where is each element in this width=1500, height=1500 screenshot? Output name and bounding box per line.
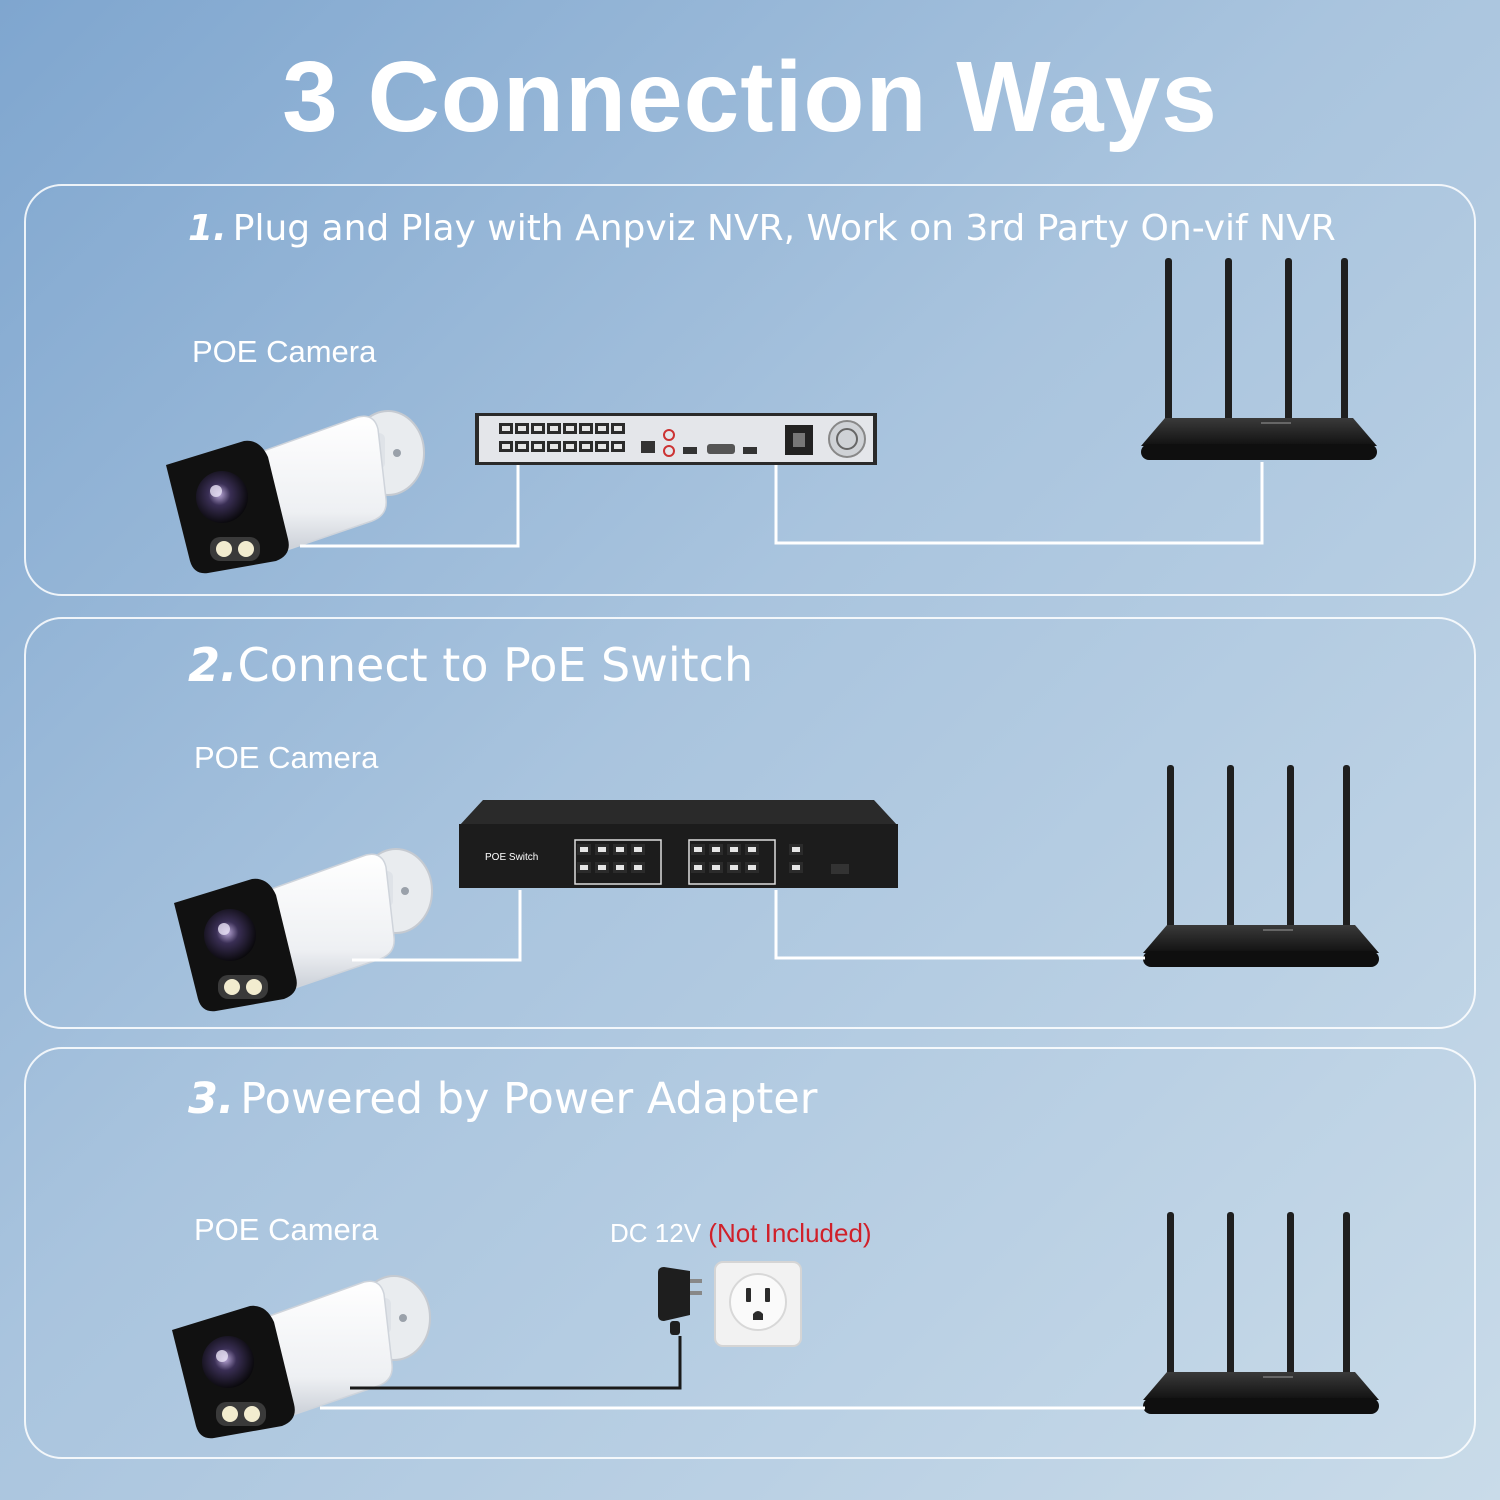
power-label: DC 12V (Not Included) xyxy=(610,1218,872,1249)
panel-1-title: Plug and Play with Anpviz NVR, Work on 3… xyxy=(232,208,1336,249)
power-adapter-icon xyxy=(658,1267,702,1335)
panel-3-title: Powered by Power Adapter xyxy=(240,1074,818,1124)
page-title: 3 Connection Ways xyxy=(282,41,1218,153)
panel-1-heading: 1.Plug and Play with Anpviz NVR, Work on… xyxy=(188,208,1336,249)
panel-3-number: 3. xyxy=(188,1074,235,1124)
panel-1-camera-label: POE Camera xyxy=(192,334,377,369)
poe-switch-icon xyxy=(459,800,898,888)
panel-3-camera-label: POE Camera xyxy=(194,1212,379,1247)
power-voltage: DC 12V xyxy=(610,1218,702,1248)
poe-switch-label: POE Switch xyxy=(485,852,539,863)
power-note: (Not Included) xyxy=(708,1218,872,1248)
panel-nvr xyxy=(24,184,1476,596)
panel-2-heading: 2.Connect to PoE Switch xyxy=(188,638,753,692)
panel-power-adapter xyxy=(24,1047,1476,1459)
wall-outlet-icon xyxy=(714,1261,802,1347)
nvr-icon xyxy=(475,413,877,465)
panel-2-camera-label: POE Camera xyxy=(194,740,379,775)
panel-poe-switch xyxy=(24,617,1476,1029)
panel-2-number: 2. xyxy=(188,638,238,692)
panel-3-heading: 3.Powered by Power Adapter xyxy=(188,1074,817,1124)
panel-2-title: Connect to PoE Switch xyxy=(237,638,754,692)
panel-1-number: 1. xyxy=(188,208,227,249)
